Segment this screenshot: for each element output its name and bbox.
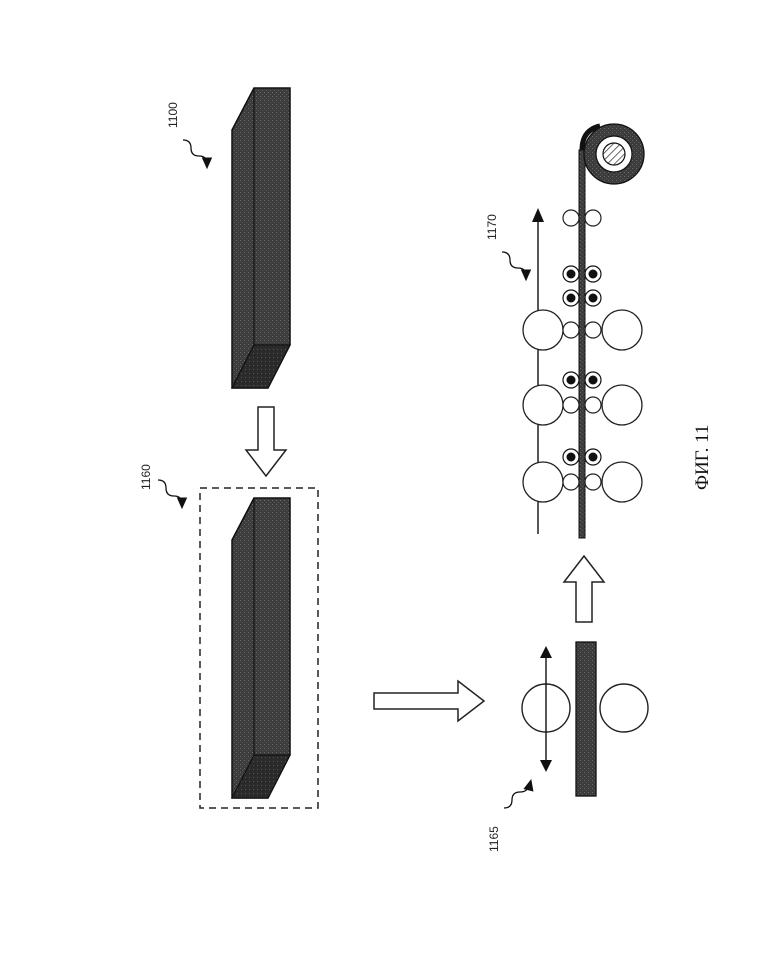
leader-1170 <box>502 252 526 276</box>
leader-1100 <box>183 140 207 164</box>
arrow-up-1 <box>564 556 604 622</box>
arrow-down-1 <box>246 407 286 476</box>
leader-1160 <box>158 480 182 504</box>
label-1100: 1100 <box>166 102 180 128</box>
leader-1165 <box>504 784 530 808</box>
label-1170: 1170 <box>485 214 499 240</box>
ingot-1100 <box>232 88 290 388</box>
label-1160: 1160 <box>139 464 153 490</box>
figure-caption: ФИГ. 11 <box>692 425 713 490</box>
label-1165: 1165 <box>487 826 501 852</box>
heated-ingot <box>232 498 290 798</box>
arrow-right-1 <box>374 681 484 721</box>
rough-rolling-mill-1165 <box>522 642 648 796</box>
finish-rolling-line-1170 <box>523 124 644 538</box>
